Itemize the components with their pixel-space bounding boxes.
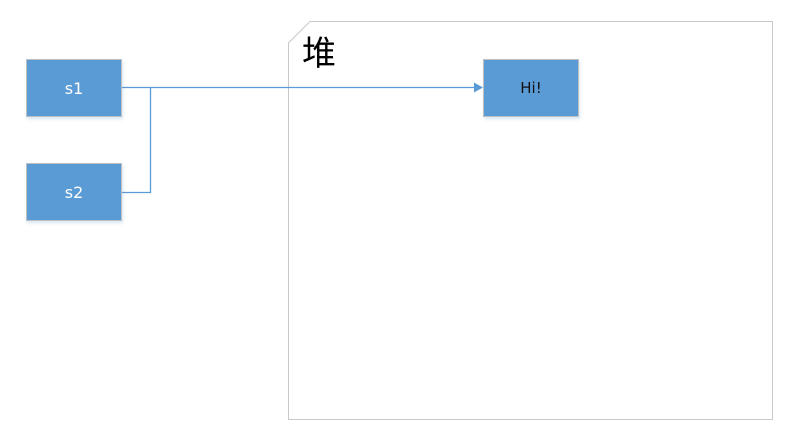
heap-container-shape: [288, 21, 773, 420]
heap-container-label: 堆: [302, 34, 336, 74]
node-s1[interactable]: s1: [26, 59, 122, 117]
node-hi[interactable]: Hi!: [483, 59, 579, 117]
node-s2[interactable]: s2: [26, 163, 122, 221]
arrowhead-icon: [474, 82, 483, 93]
edge-s2-to-hi: [121, 87, 152, 194]
